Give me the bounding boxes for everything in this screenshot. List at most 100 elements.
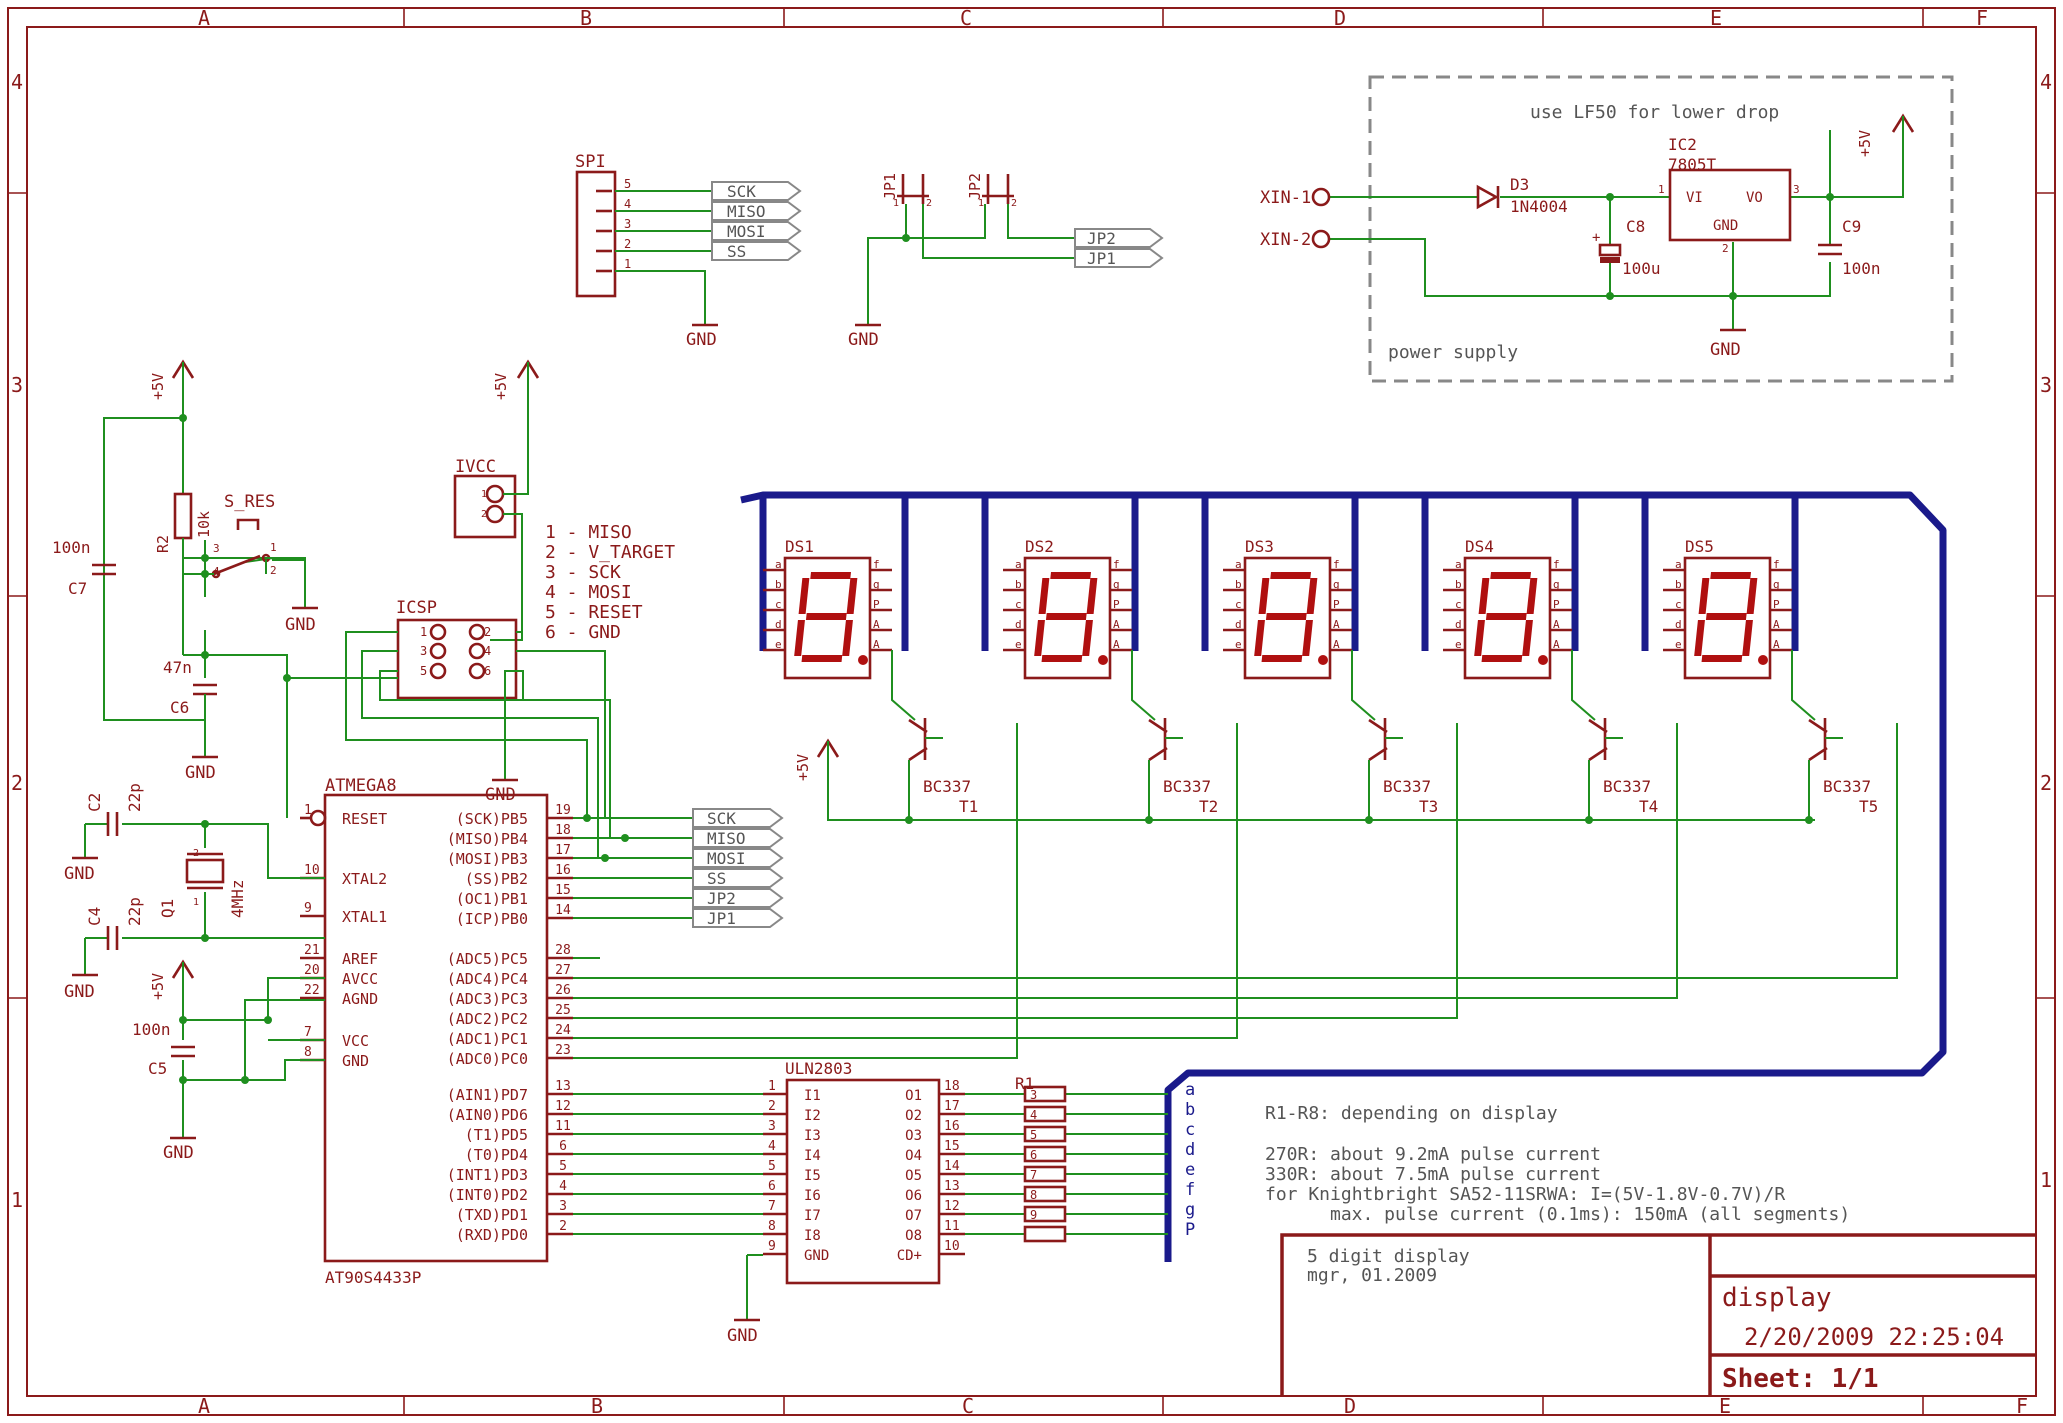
spi-pin1: 1 [624,257,631,271]
col-label-a-top: A [198,6,210,30]
driver-uln2803: ULN2803 1I118O12I217O23I316O34I415O45I51… [727,1059,965,1346]
uln-gnd-label: GND [727,1326,758,1346]
digit-eight-glyph [1034,572,1098,662]
c9-value: 100n [1842,259,1881,278]
supply-vcc-symbol: +5V [1830,113,1915,198]
uln-out-label-4: O4 [905,1148,922,1164]
r1-pin-5: 5 [1030,1128,1037,1142]
display-2-pin-e: e [1015,638,1022,651]
mcu-pin-22-label: AGND [342,990,378,1008]
ic2-pin3: 3 [1793,183,1800,196]
bus-segment-e: e [1185,1160,1195,1180]
bus-segment-f: f [1185,1180,1195,1200]
xin2-pad [1311,229,1331,249]
jp1-pin1: 1 [893,198,899,209]
spi-pin4: 4 [624,197,631,211]
power-supply-label: power supply [1388,342,1518,363]
mcu-pin-28-number: 28 [555,943,571,958]
transistor-supply: +5V [794,738,1815,821]
mcu-pin-12-label: (AIN0)PD6 [447,1106,528,1124]
c8-value: 100u [1622,259,1661,278]
display-4-pin-c: c [1455,598,1462,611]
row-label-3-right: 3 [2040,373,2052,397]
transistor-vcc-label: +5V [794,754,812,781]
c6-name: C6 [170,698,189,717]
display-2-pin-f-0: f [1113,558,1120,571]
digit-eight-glyph [1254,572,1318,662]
design-notes: R1-R8: depending on display 270R: about … [1265,1103,1850,1225]
transistor-4-value: BC337 [1603,777,1651,796]
display-5-pin-f-0: f [1773,558,1780,571]
icsp-pin2: 2 [484,625,491,639]
mcu-pin-21-label: AREF [342,950,378,968]
display-4-pin-d: d [1455,618,1462,631]
bus-segment-p: P [1185,1220,1195,1240]
uln-in-label-5: I5 [804,1168,821,1184]
xin1-pad [1311,187,1331,207]
mcu-flag-mosi: MOSI [707,849,746,868]
c8-plus: + [1592,230,1600,246]
note-5: max. pulse current (0.1ms): 150mA (all s… [1330,1204,1850,1225]
uln-in-label-1: I1 [804,1088,821,1104]
title-sheet: Sheet: 1/1 [1722,1364,1879,1394]
reset-circuit: +5V R2 10k S_RES 1 2 3 4 GND 100n C7 47n… [52,359,318,818]
seven-segment-displays: DS1abcdefgPAADS2abcdefgPAADS3abcdefgPAAD… [763,537,1816,721]
mcu-pin-7-number: 7 [304,1025,312,1040]
clock-gnd2-label: GND [64,982,95,1002]
display-2-pin-c: c [1015,598,1022,611]
mcu-pin-4-number: 4 [559,1179,567,1194]
display-5-pin-p-2: P [1773,598,1780,611]
display-3-pin-g-1: g [1333,578,1340,591]
uln-out-pin-3: 16 [944,1119,960,1134]
transistor-2-name: T2 [1199,797,1218,816]
mcu-flag-jp1: JP1 [707,909,736,928]
bus-segment-d: d [1185,1140,1195,1160]
display-4-pin-p-2: P [1553,598,1560,611]
transistor-1-name: T1 [959,797,978,816]
mcu-pin-13-label: (AIN1)PD7 [447,1086,528,1104]
ic2-value: 7805T [1668,155,1717,174]
mcu-pin-1-number: 1 [304,803,312,818]
uln-in-label-7: I7 [804,1208,821,1224]
transistor-3-value: BC337 [1383,777,1431,796]
d3-value: 1N4004 [1510,197,1568,216]
switch-pin2: 2 [270,564,277,577]
display-3-pin-a-3: A [1333,618,1340,631]
mcu-value: AT90S4433P [325,1268,421,1287]
r1-pin-4: 4 [1030,1108,1037,1122]
capacitor-c9: C9 100n [1818,217,1881,278]
row-label-2-left: 2 [11,771,23,795]
bus-segment-g: g [1185,1200,1195,1220]
display-2-pin-b: b [1015,578,1022,591]
col-label-c-top: C [960,6,972,30]
display-5-pin-a-3: A [1773,618,1780,631]
mcu-pin-23-number: 23 [555,1043,571,1058]
c4-value: 22p [125,897,144,926]
col-label-c-bottom: C [962,1394,974,1418]
mcu-pin-20-label: AVCC [342,970,378,988]
mcu-pin-16-label: (SS)PB2 [465,870,528,888]
jp2-pin1: 1 [978,198,984,209]
uln-in-pin-6: 6 [768,1179,776,1194]
uln-out-label-8: O8 [905,1228,922,1244]
uln-in-pin-3: 3 [768,1119,776,1134]
supply-gnd-symbol: GND [1710,328,1746,360]
uln-out-label-6: O6 [905,1188,922,1204]
q1-name: Q1 [158,899,177,918]
mcu-pin-9-label: XTAL1 [342,908,387,926]
mcu-pin-19-label: (SCK)PB5 [456,810,528,828]
icsp-legend-3: 3 - SCK [545,562,621,583]
c9-name: C9 [1842,217,1861,236]
col-label-f-top: F [1976,6,1988,30]
jp2-flag: JP2 [1087,229,1116,248]
display-1-name: DS1 [785,537,814,556]
mcu-pin-11-label: (T1)PD5 [465,1126,528,1144]
